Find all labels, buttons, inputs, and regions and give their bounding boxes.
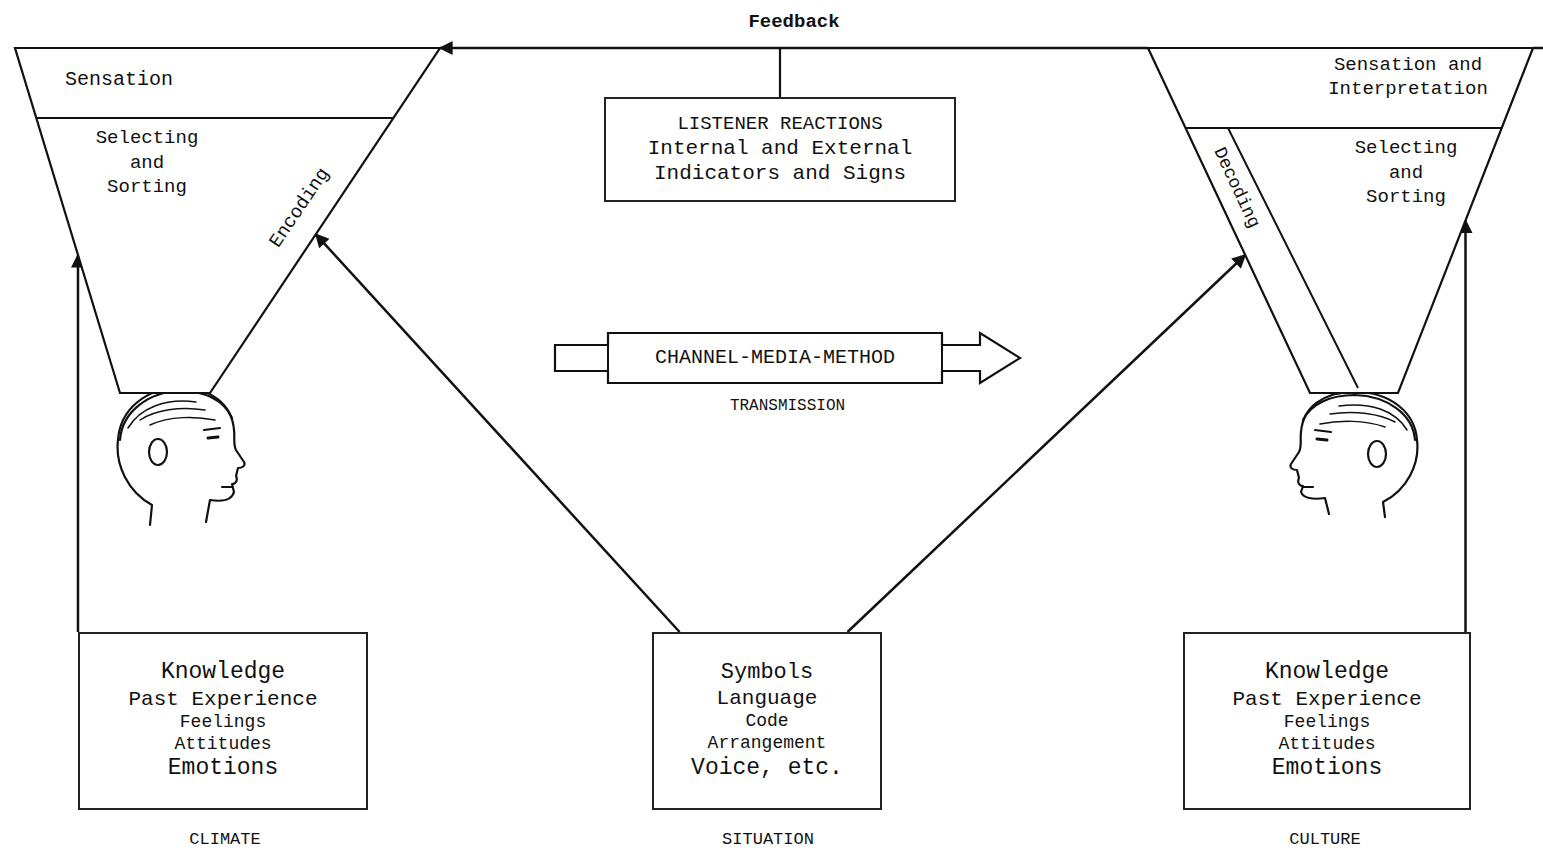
transmission-label: TRANSMISSION — [555, 397, 1020, 416]
box-text: Feelings — [180, 712, 266, 734]
stage-label: Selecting and Sorting — [87, 126, 207, 200]
band-line — [36, 117, 393, 119]
background-box: KnowledgePast ExperienceFeelingsAttitude… — [78, 632, 368, 810]
box-text: Language — [717, 686, 818, 711]
funnel-outline — [15, 48, 440, 393]
stem-line — [779, 48, 781, 97]
box-text: Arrangement — [708, 733, 827, 755]
box-heading: Knowledge — [161, 659, 285, 687]
box-text: Feelings — [1284, 712, 1370, 734]
receiver-funnel: Sensation and InterpretationSelecting an… — [1148, 48, 1543, 393]
box-text: Past Experience — [1232, 687, 1421, 712]
block-arrow-shape — [555, 333, 1020, 383]
connector-arrow — [316, 234, 680, 632]
region-label: SITUATION — [722, 830, 814, 850]
box-text: Emotions — [168, 755, 278, 783]
channel-label: CHANNEL-MEDIA-METHOD — [608, 333, 942, 383]
connector-arrow — [77, 255, 80, 632]
box-text: Attitudes — [1278, 734, 1375, 756]
arrow-divider — [607, 345, 609, 371]
stage-label: Sensation — [65, 68, 173, 92]
region-label: CULTURE — [1289, 830, 1360, 850]
sender-funnel: SensationSelecting and SortingEncoding — [15, 48, 440, 393]
box-text: Attitudes — [174, 734, 271, 756]
reaction-box: LISTENER REACTIONSInternal and External … — [604, 97, 956, 202]
box-text: Voice, etc. — [691, 755, 843, 783]
box-heading: Symbols — [721, 660, 813, 686]
connector-arrow — [440, 47, 1148, 50]
band-line — [1228, 128, 1358, 388]
background-box: KnowledgePast ExperienceFeelingsAttitude… — [1183, 632, 1471, 810]
funnel-shape — [1148, 48, 1533, 393]
stage-label: Sensation and Interpretation — [1298, 54, 1518, 102]
box-text: Past Experience — [128, 687, 317, 712]
box-text: Code — [745, 711, 788, 733]
box-text: Internal and External Indicators and Sig… — [618, 136, 942, 186]
funnel-shape — [15, 48, 440, 393]
region-label: CLIMATE — [189, 830, 260, 850]
symbols-box: SymbolsLanguageCodeArrangementVoice, etc… — [652, 632, 882, 810]
box-heading: Knowledge — [1265, 659, 1389, 687]
band-line — [1186, 127, 1502, 129]
connector-arrow — [848, 255, 1246, 632]
box-heading: LISTENER REACTIONS — [677, 113, 882, 136]
listener-head — [1290, 392, 1417, 517]
speaker-head — [118, 388, 245, 525]
connector-arrow — [1464, 221, 1467, 633]
channel-arrow: CHANNEL-MEDIA-METHOD TRANSMISSION — [555, 333, 1020, 423]
arrow-divider — [941, 345, 943, 371]
box-text: Emotions — [1272, 755, 1382, 783]
stage-label: Selecting and Sorting — [1346, 136, 1466, 210]
edge-label: Feedback — [745, 11, 842, 34]
